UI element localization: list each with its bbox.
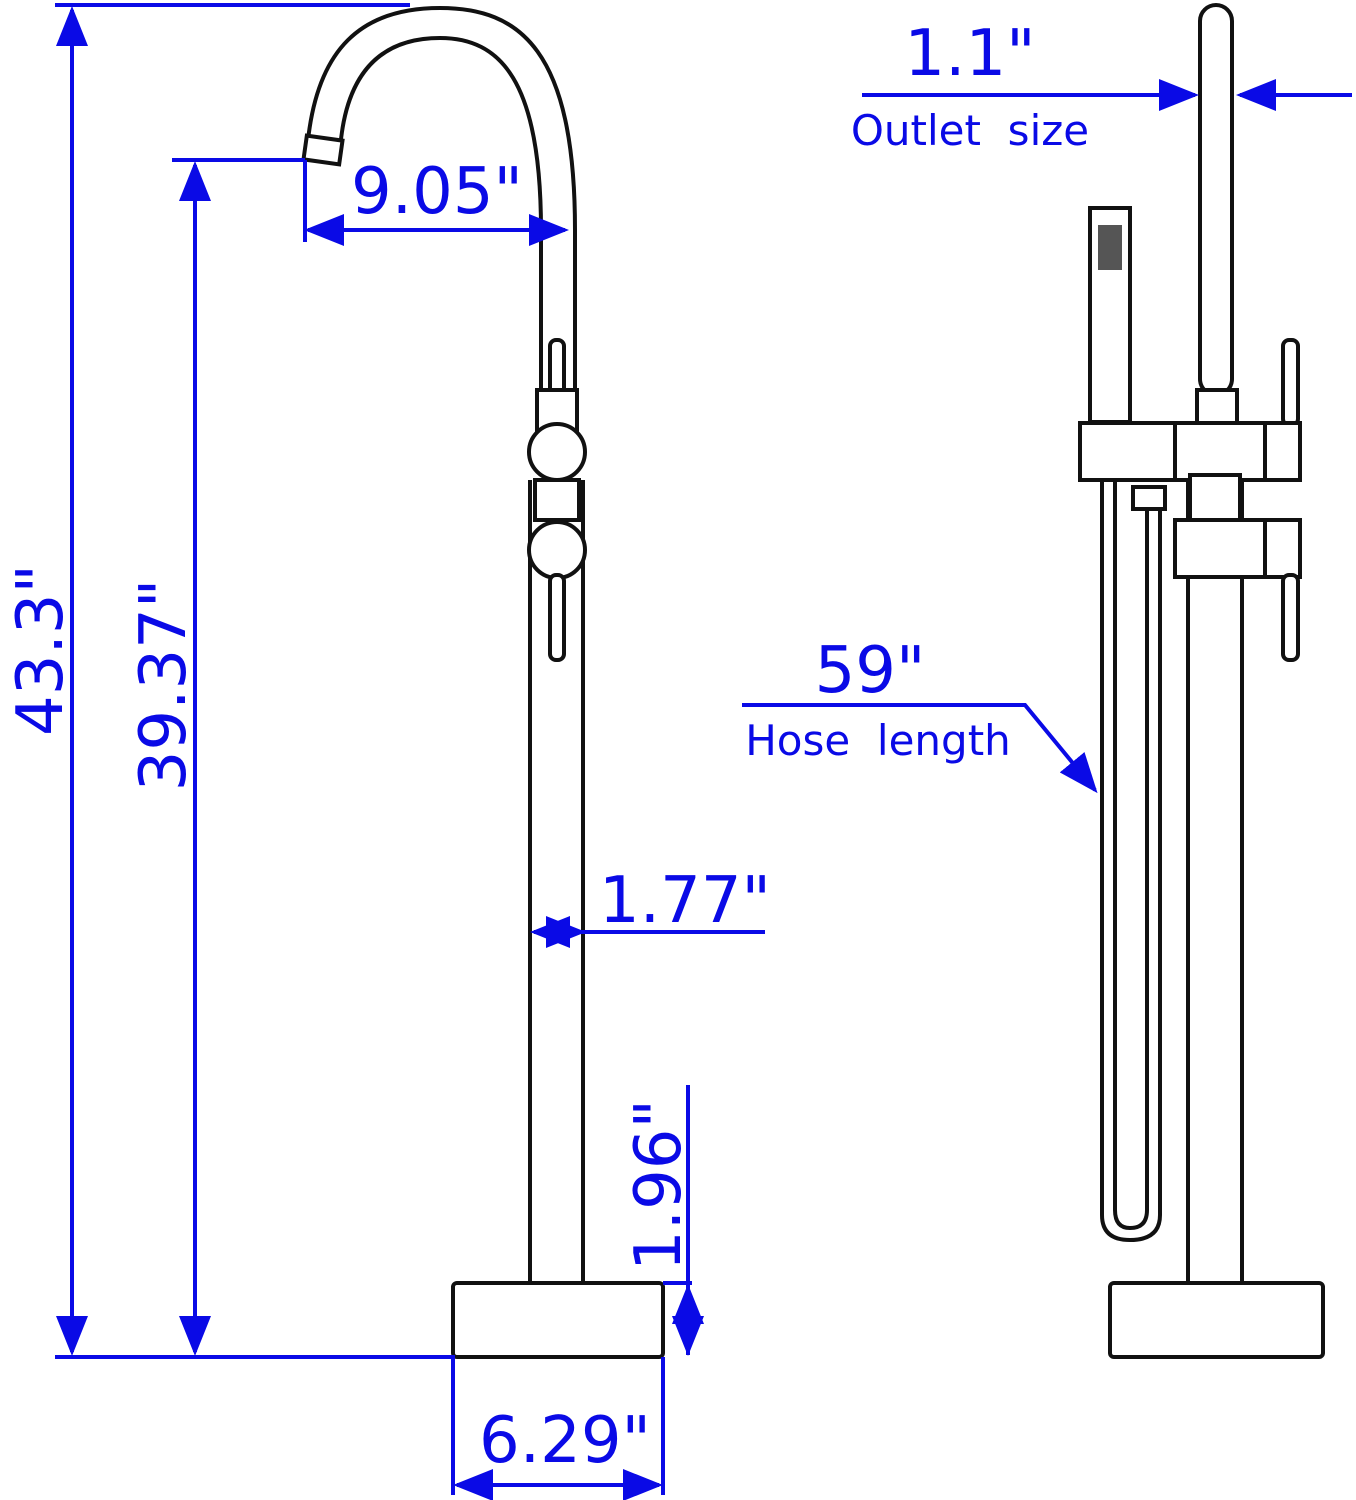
freestanding-faucet-front-view — [301, 5, 665, 1359]
freestanding-faucet-side-view — [1078, 3, 1325, 1359]
total-height-label: 43.3" — [4, 564, 78, 736]
base-width-label: 6.29" — [479, 1404, 651, 1478]
hose-length-caption: Hose length — [745, 716, 1011, 765]
hose-length-value: 59" — [815, 634, 926, 708]
spout-reach-label: 9.05" — [351, 155, 523, 229]
base-height-label: 1.96" — [622, 1099, 696, 1271]
outlet-size-value: 1.1" — [904, 17, 1035, 91]
spout-height-label: 39.37" — [127, 579, 201, 792]
outlet-size-caption: Outlet size — [851, 106, 1089, 155]
pipe-diameter-label: 1.77" — [599, 864, 771, 938]
dimension-lines — [55, 3, 1352, 1500]
